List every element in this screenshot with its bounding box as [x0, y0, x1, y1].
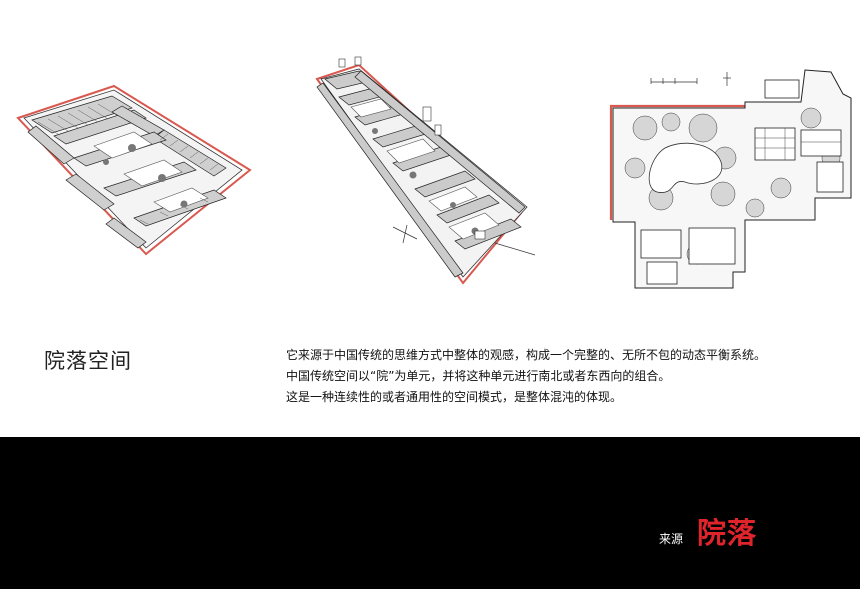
courtyard-axonometric-small-image: [14, 78, 254, 258]
footer-keyword: 院落: [697, 516, 758, 550]
body-paragraph-3: 这是一种连续性的或者通用性的空间模式，是整体混沌的体现。: [286, 390, 623, 404]
slide-top-area: 院落空间 它来源于中国传统的思维方式中整体的观感，构成一个完整的、无所不包的动态…: [14, 55, 855, 408]
body-paragraph-1: 它来源于中国传统的思维方式中整体的观感，构成一个完整的、无所不包的动态平衡系统。: [286, 348, 767, 362]
body-paragraph-2: 中国传统空间以“院”为单元，并将这种单元进行南北或者东西向的组合。: [286, 369, 671, 383]
body-text: 它来源于中国传统的思维方式中整体的观感，构成一个完整的、无所不包的动态平衡系统。…: [286, 345, 846, 408]
footer-source-label: 来源: [659, 532, 684, 546]
courtyard-axonometric-long-image: [315, 55, 555, 285]
footer-band: [0, 437, 860, 589]
garden-site-plan-image: [605, 58, 855, 290]
section-title: 院落空间: [44, 349, 132, 373]
